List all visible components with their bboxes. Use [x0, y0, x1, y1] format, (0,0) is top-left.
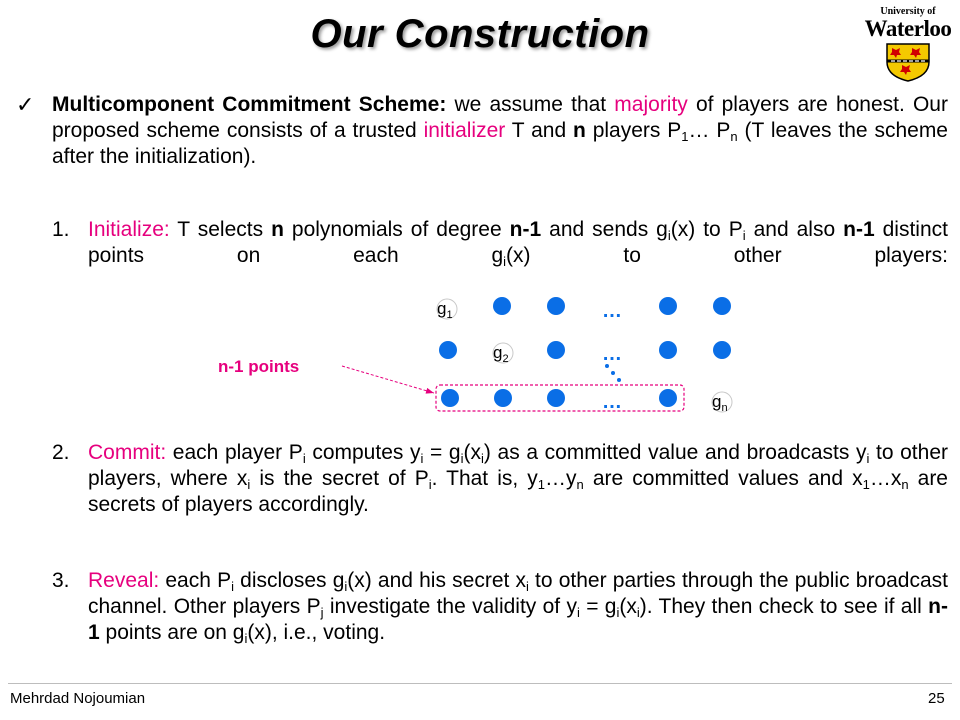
slide-title: Our Construction — [310, 12, 650, 56]
point-dot — [659, 389, 677, 407]
point-dot — [547, 297, 565, 315]
n-1-points-label: n-1 points — [218, 357, 300, 376]
step-1-text: Initialize: T selects n polynomials of d… — [88, 218, 948, 269]
point-dot — [713, 341, 731, 359]
row-1-ellipsis: … — [602, 300, 622, 322]
vertical-ellipsis-dot — [617, 378, 621, 382]
point-dot — [441, 389, 459, 407]
footer-divider — [8, 683, 952, 684]
step-3-text: Reveal: each Pi discloses gi(x) and his … — [88, 569, 948, 646]
vertical-ellipsis-dot — [611, 371, 615, 375]
gn-circle — [711, 391, 733, 413]
point-dot — [659, 341, 677, 359]
n-1-points-box — [435, 384, 685, 412]
intro-heading: Multicomponent Commitment Scheme: — [52, 93, 447, 116]
point-dot — [439, 341, 457, 359]
step-1-number: 1. — [52, 218, 70, 241]
point-dot — [493, 297, 511, 315]
step-2-label: Commit: — [88, 441, 167, 464]
gn-label: gn — [712, 392, 728, 414]
page-number: 25 — [928, 690, 945, 707]
g2-label: g2 — [493, 343, 509, 365]
intro-paragraph: Multicomponent Commitment Scheme: we ass… — [52, 93, 948, 168]
keyword-initializer: initializer — [423, 119, 506, 142]
step-2-number: 2. — [52, 441, 70, 464]
point-dot — [659, 297, 677, 315]
keyword-majority: majority — [614, 93, 688, 116]
g1-circle — [436, 298, 458, 320]
row-3-ellipsis: … — [602, 391, 622, 413]
check-icon: ✓ — [16, 92, 35, 117]
step-2-text: Commit: each player Pi computes yi = gi(… — [88, 441, 948, 516]
point-dot — [494, 389, 512, 407]
step-1-label: Initialize: — [88, 218, 170, 241]
logo-university-of: University of — [880, 6, 936, 17]
step-3-number: 3. — [52, 569, 70, 592]
g1-label: g1 — [437, 299, 453, 321]
callout-arrow — [341, 365, 435, 394]
point-dot — [547, 341, 565, 359]
shield-icon — [886, 43, 930, 82]
row-2-ellipsis: … — [602, 343, 622, 365]
footer-author: Mehrdad Nojoumian — [10, 690, 146, 707]
university-logo: University of Waterloo — [860, 4, 956, 84]
vertical-ellipsis-dot — [605, 364, 609, 368]
logo-waterloo: Waterloo — [864, 16, 952, 41]
point-dot — [547, 389, 565, 407]
point-dot — [713, 297, 731, 315]
step-3-label: Reveal: — [88, 569, 160, 592]
g2-circle — [492, 342, 514, 364]
